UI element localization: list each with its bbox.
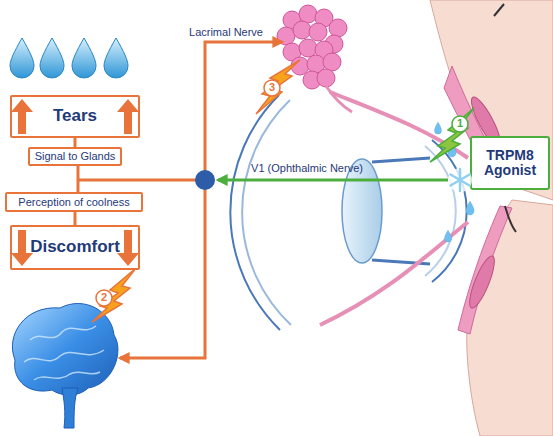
conjunctiva (320, 222, 468, 325)
callout-circle (264, 80, 280, 96)
nerve-branch-line (77, 166, 80, 192)
snowflake-arm (459, 169, 462, 191)
nerve-branch-line (78, 179, 205, 182)
callout-number: 2 (96, 292, 112, 303)
eyelash (494, 4, 504, 16)
sclera-inner (242, 100, 291, 325)
increase-arrows (11, 99, 139, 134)
cornea (432, 140, 467, 282)
connector-line (74, 212, 77, 225)
tear-drop (466, 201, 474, 215)
nerve-label: Lacrimal Nerve (178, 27, 274, 38)
stimulus-box: TRPM8 Agonist (470, 136, 550, 190)
gland-lobule (329, 19, 347, 37)
gland-lobule (299, 5, 317, 23)
callout-number: 3 (264, 82, 280, 93)
node-text: Discomfort (30, 238, 120, 257)
node-text: TRPM8 Agonist (472, 148, 548, 179)
gyrus (30, 326, 96, 340)
nerve-label: V1 (Ophthalmic Nerve) (232, 163, 382, 174)
upper-eyelid-tissue (458, 206, 512, 334)
snowflake-halo (448, 168, 472, 192)
gland-lobule (293, 21, 311, 39)
cornea-inner (425, 146, 456, 276)
process-box: Signal to Glands (28, 147, 122, 166)
callout-circle (452, 116, 468, 132)
tear-drop (40, 38, 64, 78)
brain-stem (62, 388, 78, 428)
snowflake-arm (451, 175, 470, 186)
lower-eyelid-skin (467, 200, 553, 436)
up-arrow (11, 99, 33, 134)
tear-drop (444, 230, 451, 242)
decrease-arrows (11, 230, 139, 266)
tear-drop (434, 122, 441, 134)
gland-lobule (323, 53, 341, 71)
gyrus (24, 350, 104, 362)
lightning-bolt (430, 108, 474, 162)
eyelash (505, 206, 516, 232)
snowflake-arm (451, 175, 470, 186)
gland-lobule (299, 39, 317, 57)
upper-eyelid-skin (430, 0, 553, 200)
callout-number: 1 (452, 118, 468, 129)
snowflake (448, 168, 472, 192)
lacrimal-nerve-line (205, 42, 282, 180)
tear-drop (72, 38, 96, 78)
gland-lobule (309, 23, 327, 41)
meibomian-gland (465, 253, 499, 310)
outcome-box: Discomfort (10, 225, 140, 270)
sclera-outer (230, 95, 280, 330)
nerve-junction (195, 170, 215, 190)
node-text: Perception of coolness (18, 196, 129, 208)
down-arrow (11, 230, 33, 266)
lens (342, 159, 382, 263)
up-arrow (117, 99, 139, 134)
ophthalmic-nerve-line (218, 179, 448, 182)
gyrus (34, 372, 100, 380)
node-text: Tears (53, 107, 97, 126)
brain-gyri (24, 326, 104, 380)
tear-drop (104, 38, 128, 78)
gland-lobule (317, 69, 335, 87)
lightning-bolt (256, 60, 300, 114)
outcome-box: Tears (10, 95, 140, 138)
process-box: Perception of coolness (5, 192, 143, 212)
brain (12, 303, 118, 395)
lightning-bolt (92, 268, 136, 322)
connector-line (74, 138, 77, 147)
gland-duct (326, 86, 352, 112)
iris (372, 158, 430, 162)
node-text: Signal to Glands (35, 150, 116, 162)
tear-drops (10, 38, 128, 78)
callout-circle (96, 290, 112, 306)
down-arrow (117, 230, 139, 266)
tear-drop (10, 38, 34, 78)
